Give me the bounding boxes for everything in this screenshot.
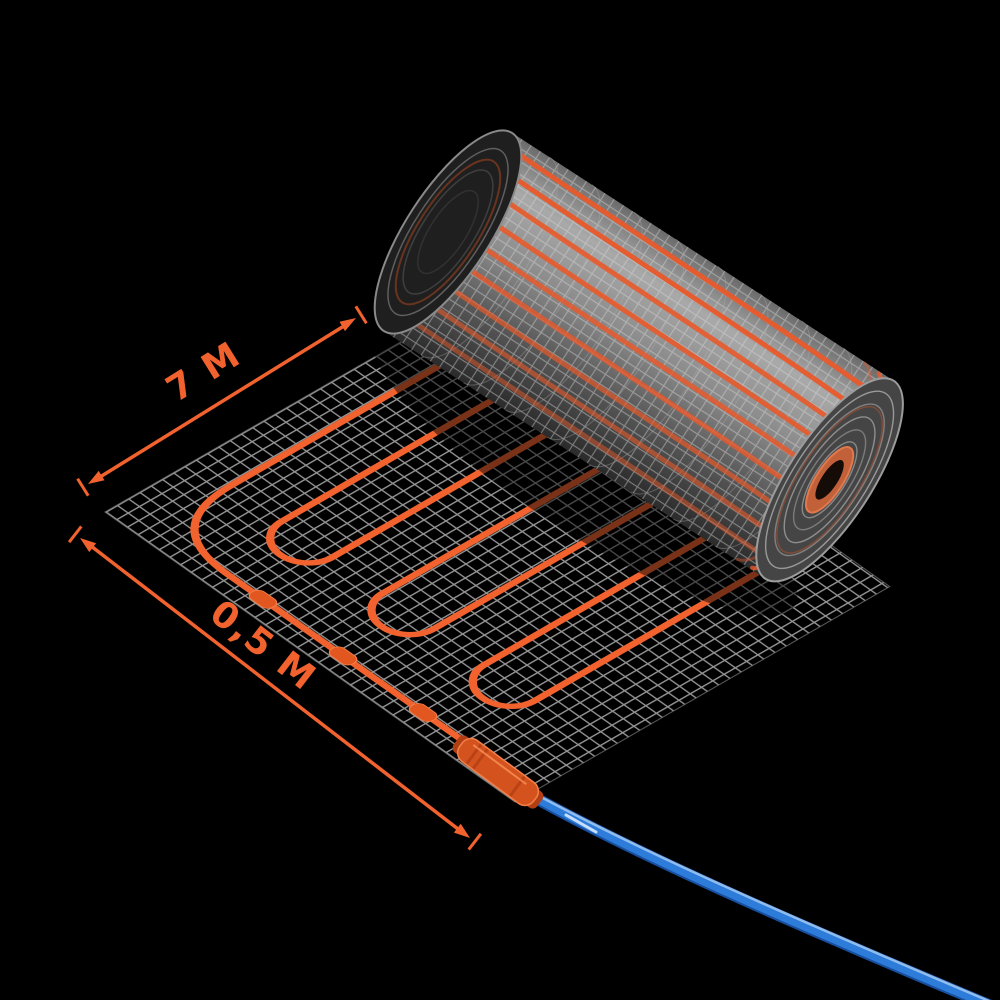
power-connector-body [456,737,540,807]
arrowhead-icon [80,538,97,553]
arrowhead-icon [453,823,470,838]
cold-lead-cable [526,789,993,1000]
mat-mesh [105,296,890,803]
dimension-tick [76,477,90,497]
roll-core-hole [815,460,844,500]
heating-cable-runs [266,355,824,709]
cable-splice-bead [408,703,438,723]
power-connector-highlight [472,744,527,786]
mat-roll [373,129,904,583]
cold-lead-cable-glint [564,813,598,834]
roll-left-cap [373,129,523,335]
dimension-tick [354,305,368,325]
dimension-tick [467,832,483,851]
dimension-arrow-length [99,324,345,479]
flat-mat [103,295,891,803]
roll-shadow [372,324,798,616]
cable-splice-bead [248,589,278,609]
dimension-label-length: 7 M [159,334,248,411]
cold-lead-cable-shine [528,789,990,1000]
heating-cable-serpentine [190,319,824,763]
cable-splice-bead [328,646,358,666]
power-connector [452,735,544,809]
cold-lead-cable-outline [526,790,993,1000]
roll-right-cap [755,377,904,583]
dimension-tick [67,525,83,544]
arrowhead-icon [339,318,356,332]
dimension-arrow-width [89,544,460,831]
heating-cable-run-top [190,319,520,763]
cable-splice-beads [248,589,438,723]
arrowhead-icon [88,470,105,484]
